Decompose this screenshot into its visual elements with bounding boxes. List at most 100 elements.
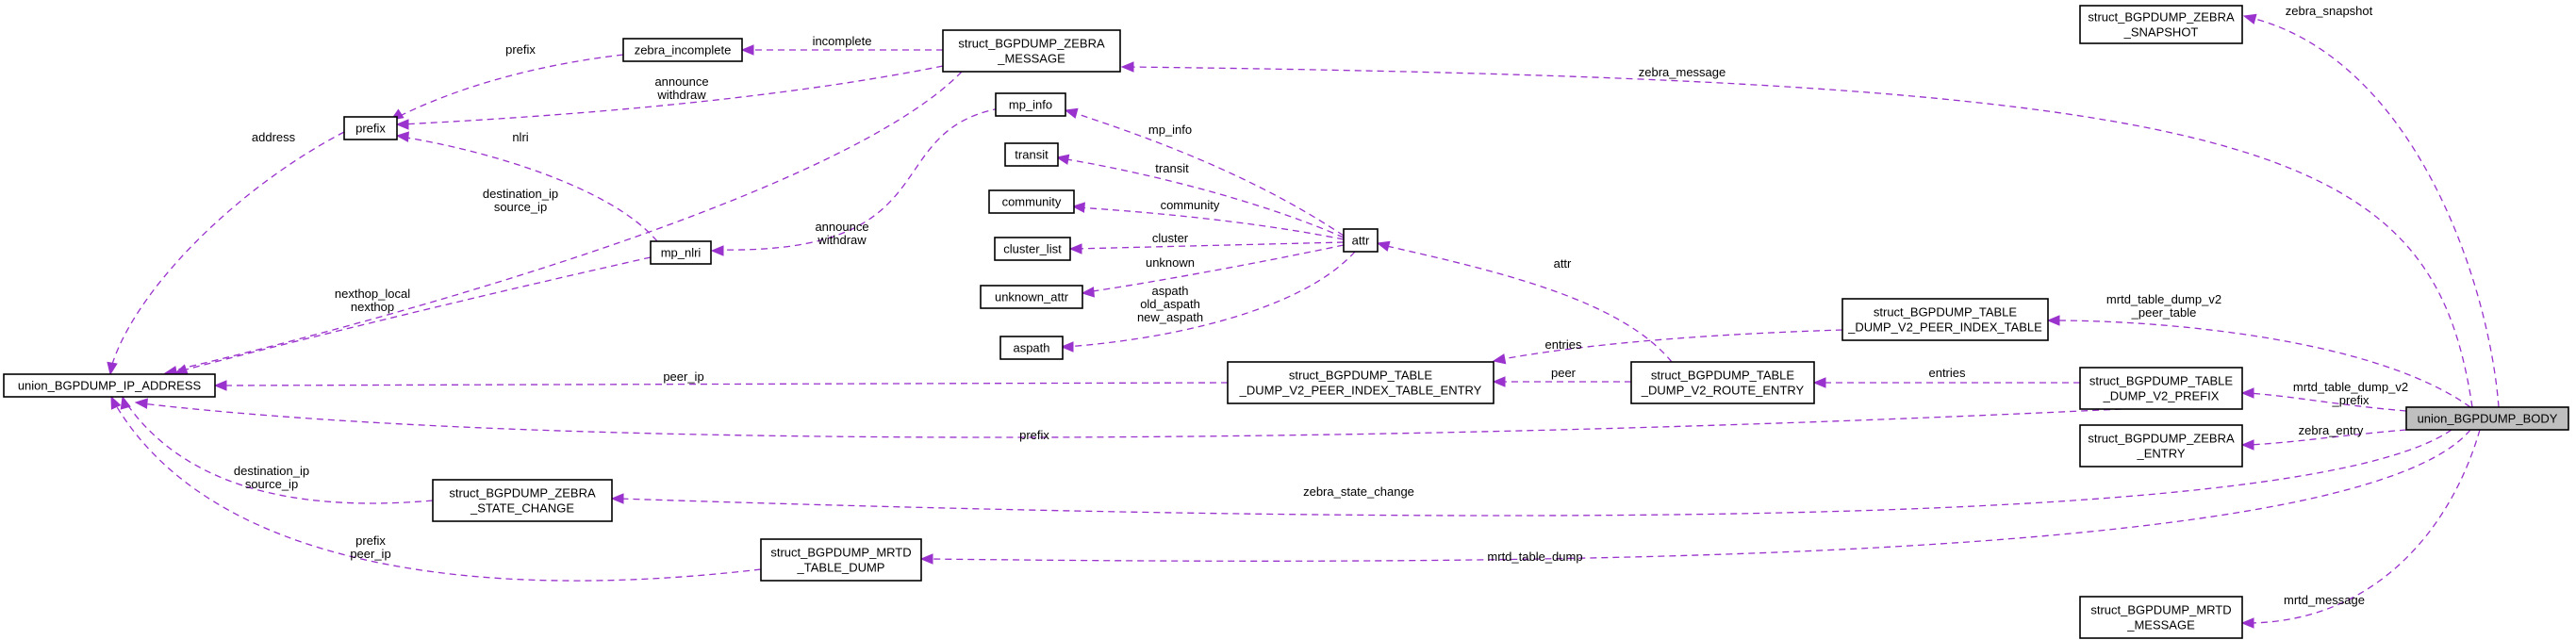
edge-line xyxy=(2247,429,2481,624)
edge-peer-table: mrtd_table_dump_v2_peer_table xyxy=(2046,292,2471,408)
edge-entries-pit: entries xyxy=(1492,329,1843,365)
arrowhead xyxy=(173,364,189,375)
edge-line xyxy=(220,382,1229,386)
node-label: struct_BGPDUMP_TABLE xyxy=(2089,374,2234,388)
node-box xyxy=(3,373,216,398)
node-mrtd-table-dump[interactable]: struct_BGPDUMP_MRTD_TABLE_DUMP xyxy=(760,538,922,582)
edge-prefix-incomplete: prefix xyxy=(389,42,624,121)
edge-label: community xyxy=(1161,198,1220,212)
node-box xyxy=(1343,228,1379,253)
node-box xyxy=(2079,596,2243,639)
node-zebra-entry[interactable]: struct_BGPDUMP_ZEBRA_ENTRY xyxy=(2079,424,2243,468)
node-cluster-list[interactable]: cluster_list xyxy=(994,237,1071,261)
edge-label: mrtd_table_dump_v2 xyxy=(2106,292,2221,306)
node-label: _DUMP_V2_PREFIX xyxy=(2103,389,2220,403)
node-label: struct_BGPDUMP_MRTD xyxy=(2090,603,2231,617)
node-box xyxy=(980,285,1083,309)
node-aspath[interactable]: aspath xyxy=(999,336,1064,360)
node-ip-address[interactable]: union_BGPDUMP_IP_ADDRESS xyxy=(3,373,216,398)
node-zebra-state-change[interactable]: struct_BGPDUMP_ZEBRA_STATE_CHANGE xyxy=(432,479,613,522)
arrowhead xyxy=(2240,439,2254,451)
arrowhead xyxy=(110,395,122,410)
arrowhead xyxy=(1071,202,1085,213)
edge-zebra-state-change: zebra_state_change xyxy=(610,429,2452,517)
edge-label: prefix xyxy=(1019,428,1049,442)
node-transit[interactable]: transit xyxy=(1004,142,1059,167)
edge-line xyxy=(617,429,2452,517)
arrowhead xyxy=(120,395,131,410)
node-box xyxy=(2079,424,2243,468)
arrowhead xyxy=(395,119,409,130)
edge-label: prefix xyxy=(505,42,536,57)
node-label: _ENTRY xyxy=(2136,447,2185,461)
node-label: _MESSAGE xyxy=(997,52,1065,66)
edge-line xyxy=(1496,329,1843,361)
node-zebra-incomplete[interactable]: zebra_incomplete xyxy=(622,38,743,62)
edge-label: peer xyxy=(1551,366,1577,380)
arrowhead xyxy=(107,361,118,376)
edge-address: address xyxy=(107,130,345,376)
node-mrtd-message[interactable]: struct_BGPDUMP_MRTD_MESSAGE xyxy=(2079,596,2243,639)
edge-label: zebra_state_change xyxy=(1303,484,1414,499)
node-box xyxy=(995,92,1066,117)
node-peer-index-table[interactable]: struct_BGPDUMP_TABLE_DUMP_V2_PEER_INDEX_… xyxy=(1841,298,2049,341)
edge-label: unknown xyxy=(1146,255,1195,270)
node-label: struct_BGPDUMP_MRTD xyxy=(770,546,911,560)
node-prefix[interactable]: prefix xyxy=(343,116,398,140)
edge-label: nexthop_local xyxy=(335,287,410,301)
edge-label: source_ip xyxy=(494,200,547,214)
node-attr[interactable]: attr xyxy=(1343,228,1379,253)
node-mp-info[interactable]: mp_info xyxy=(995,92,1066,117)
arrowhead xyxy=(740,44,754,56)
node-label: _STATE_CHANGE xyxy=(470,501,574,516)
edge-label: nexthop xyxy=(351,300,394,314)
edge-line xyxy=(1381,244,1673,363)
node-zebra-snapshot[interactable]: struct_BGPDUMP_ZEBRA_SNAPSHOT xyxy=(2079,5,2243,44)
node-label: _DUMP_V2_ROUTE_ENTRY xyxy=(1641,384,1805,398)
edge-label: attr xyxy=(1554,256,1572,271)
node-mp-nlri[interactable]: mp_nlri xyxy=(650,240,712,265)
edge-label: destination_ip xyxy=(234,464,309,478)
node-box xyxy=(2405,406,2569,431)
arrowhead xyxy=(710,245,724,256)
edge-label: transit xyxy=(1155,161,1189,175)
node-community[interactable]: community xyxy=(988,189,1075,214)
node-route-entry[interactable]: struct_BGPDUMP_TABLE_DUMP_V2_ROUTE_ENTRY xyxy=(1630,361,1815,404)
arrowhead xyxy=(1492,353,1507,365)
node-box xyxy=(988,189,1075,214)
edge-line xyxy=(109,131,345,371)
node-label: mp_info xyxy=(1009,98,1052,112)
node-peer-index-table-entry[interactable]: struct_BGPDUMP_TABLE_DUMP_V2_PEER_INDEX_… xyxy=(1227,361,1494,404)
node-body[interactable]: union_BGPDUMP_BODY xyxy=(2405,406,2569,431)
arrowhead xyxy=(213,380,227,391)
edge-label: mrtd_table_dump xyxy=(1487,550,1582,564)
node-box xyxy=(760,538,922,582)
edge-line xyxy=(1073,241,1345,250)
edges-layer: addressprefixincompleteannouncewithdrawn… xyxy=(107,4,2500,629)
node-label: unknown_attr xyxy=(995,290,1069,304)
node-unknown-attr[interactable]: unknown_attr xyxy=(980,285,1083,309)
edge-peer-ip: peer_ip xyxy=(213,369,1229,391)
edge-line xyxy=(2247,392,2407,412)
edge-line xyxy=(112,400,762,582)
node-label: _SNAPSHOT xyxy=(2123,25,2199,40)
node-label: mp_nlri xyxy=(661,246,702,260)
edge-label: zebra_message xyxy=(1639,65,1726,79)
edge-label: announce xyxy=(654,74,708,89)
edge-label: cluster xyxy=(1152,231,1189,245)
node-box xyxy=(1004,142,1059,167)
node-box xyxy=(1630,361,1815,404)
node-label: zebra_incomplete xyxy=(635,43,732,57)
edge-incomplete: incomplete xyxy=(740,34,943,56)
node-zebra-message[interactable]: struct_BGPDUMP_ZEBRA_MESSAGE xyxy=(942,29,1121,73)
edge-label: withdraw xyxy=(656,88,706,102)
edge-zebra-entry: zebra_entry xyxy=(2240,423,2407,451)
edge-label: mp_info xyxy=(1148,123,1192,137)
node-v2-prefix[interactable]: struct_BGPDUMP_TABLE_DUMP_V2_PREFIX xyxy=(2079,367,2243,410)
node-box xyxy=(343,116,398,140)
edge-line xyxy=(140,402,2122,438)
